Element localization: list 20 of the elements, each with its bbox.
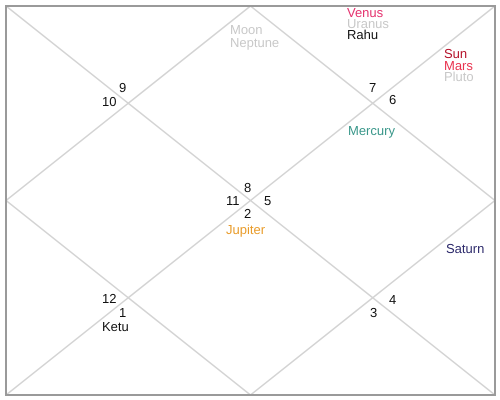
house-number: 7: [369, 82, 376, 94]
house-number: 3: [370, 307, 378, 319]
house-number: 9: [119, 82, 126, 94]
planet-label: Rahu: [347, 29, 378, 41]
planet-label: Ketu: [102, 321, 129, 333]
house-number: 1: [119, 307, 126, 319]
house-number: 10: [102, 96, 116, 108]
planet-label: Saturn: [446, 243, 484, 255]
house-number: 4: [389, 294, 396, 306]
house-number: 11: [226, 195, 240, 207]
planet-label: Sun: [444, 48, 468, 60]
planet-label: Venus: [347, 7, 384, 19]
planet-label: Mercury: [348, 125, 395, 137]
house-number: 8: [244, 182, 252, 194]
house-number: 5: [264, 195, 272, 207]
house-number: 2: [244, 208, 252, 220]
planet-label: Mars: [444, 60, 473, 72]
planet-label: Jupiter: [226, 224, 266, 236]
house-number: 12: [102, 293, 116, 305]
house-number: 6: [389, 94, 396, 106]
